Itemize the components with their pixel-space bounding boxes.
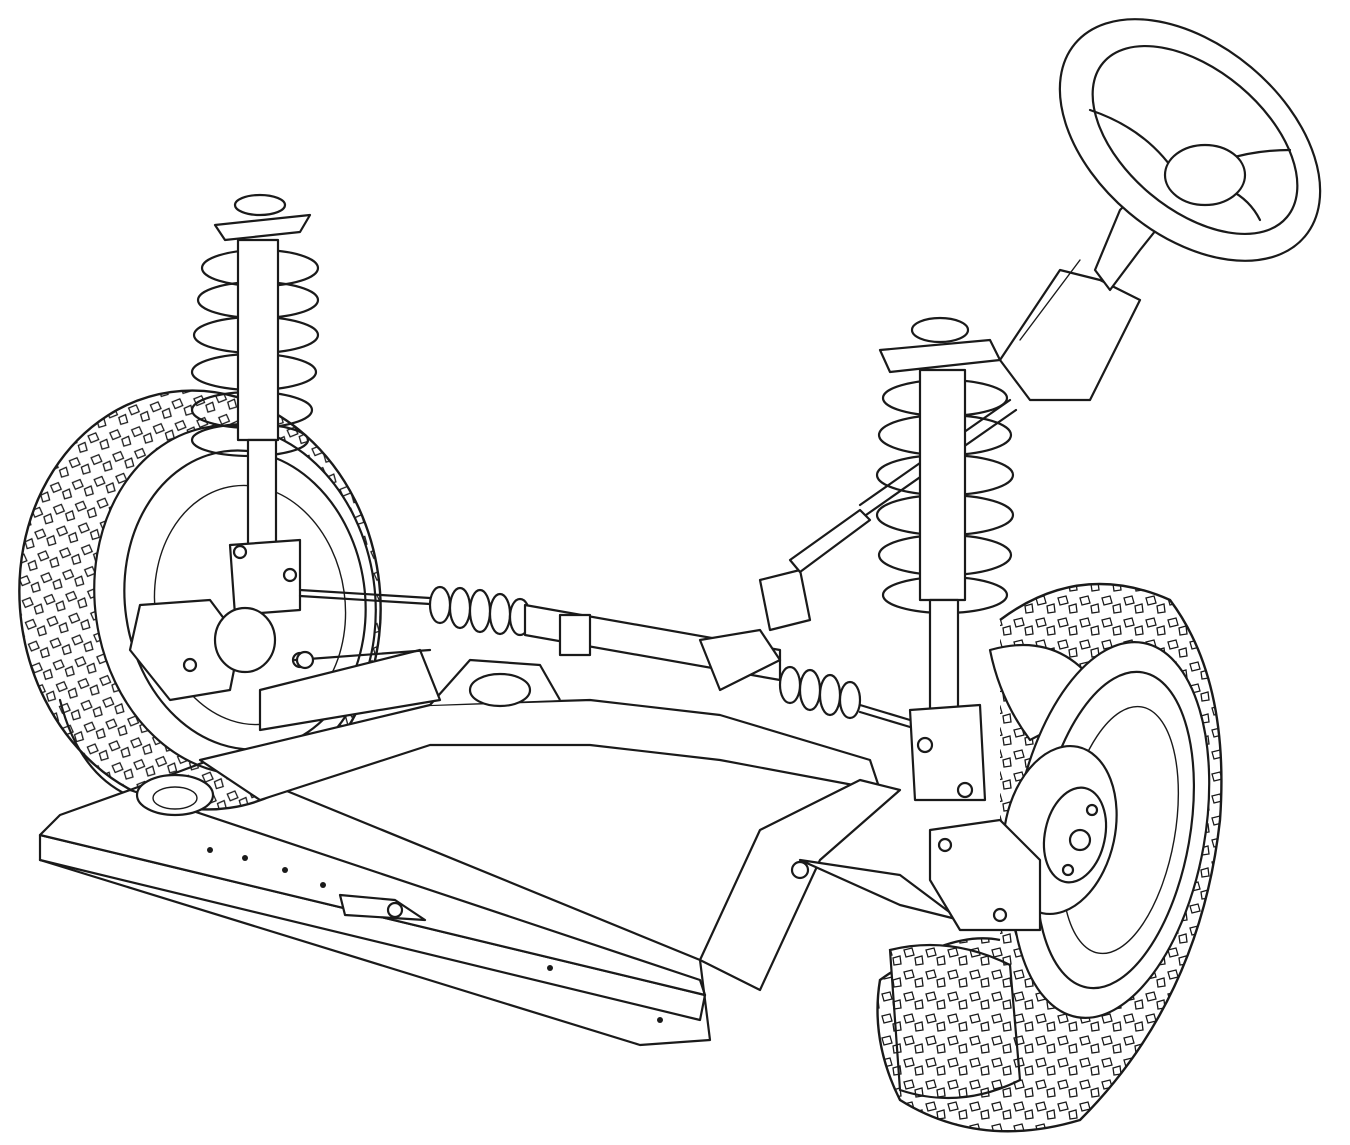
steering-wheel xyxy=(1058,18,1322,262)
left-rack-boot xyxy=(428,585,532,637)
steering-rack xyxy=(293,585,912,729)
front-subframe xyxy=(38,758,712,1047)
right-strut xyxy=(875,316,1015,802)
crossmember xyxy=(198,648,962,992)
left-hub xyxy=(128,598,309,702)
steering-column xyxy=(758,169,1184,632)
brake-disc xyxy=(928,744,1118,932)
left-strut xyxy=(190,193,320,617)
right-rack-boot xyxy=(778,665,862,720)
